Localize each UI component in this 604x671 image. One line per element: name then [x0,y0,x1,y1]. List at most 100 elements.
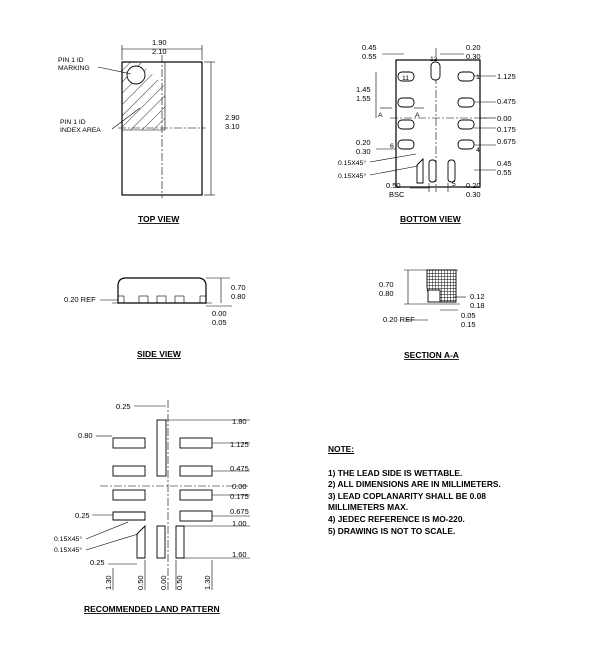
sec-h070: 0.70 [379,280,394,289]
side-h070: 0.70 [231,283,246,292]
land-y100: 1.00 [232,519,247,528]
land-pad-left [112,465,146,477]
bot-d030c: 0.30 [466,190,481,199]
pin1-marking-label: PIN 1 ID [58,57,84,64]
pin-6-label: 6 [390,143,394,150]
top-length-min: 2.90 [225,113,240,122]
side-lead [138,295,149,304]
bottom-pad [416,157,424,184]
land-w080: 0.80 [78,431,93,440]
bottom-pad [457,71,475,82]
bot-d0675: 0.675 [497,137,516,146]
land-pad-center [156,419,167,477]
sec-s005: 0.05 [461,311,476,320]
pin-11-label: 11 [402,75,409,82]
note-line: 3) LEAD COPLANARITY SHALL BE 0.08 [328,490,486,501]
bot-d0475: 0.475 [497,97,516,106]
bot-d055: 0.55 [362,52,377,61]
section-a-a-title: SECTION A-A [404,350,459,360]
top-width-max: 2.10 [152,47,167,56]
land-pattern-title: RECOMMENDED LAND PATTERN [84,604,220,614]
side-h080: 0.80 [231,292,246,301]
section-a-left: A [378,112,383,119]
side-lead [156,295,167,304]
sec-t018: 0.18 [470,301,485,310]
land-w025c: 0.25 [90,558,105,567]
side-view-body [117,277,207,304]
sec-t012: 0.12 [470,292,485,301]
bottom-pad [457,139,475,150]
bottom-pad [397,139,415,150]
bot-d1125: 1.125 [497,72,516,81]
bottom-view-title: BOTTOM VIEW [400,214,462,224]
side-ref: 0.20 REF [64,295,96,304]
bot-d020c: 0.20 [466,181,481,190]
land-pad-bottom [136,524,146,559]
land-v000: 0.00 [159,575,168,590]
note-line: 4) JEDEC REFERENCE IS MO-220. [328,513,465,524]
pin-5-label: 5 [452,181,456,188]
bot-d020: 0.20 [466,43,481,52]
side-lead [174,295,185,304]
land-y160: 1.60 [232,550,247,559]
top-view-title: TOP VIEW [138,214,180,224]
land-y0175: 0.175 [230,492,249,501]
sec-s015: 0.15 [461,320,476,329]
pin1-area-label: PIN 1 ID [60,119,86,126]
bot-d050: 0.50 [386,181,401,190]
bottom-pad [397,71,415,82]
land-pad-right [179,437,213,449]
top-length-max: 3.10 [225,122,240,131]
land-chamfer-2: 0.15X45° [54,546,82,554]
notes-block: NOTE: 1) THE LEAD SIDE IS WETTABLE. 2) A… [328,444,588,537]
side-view: 0.20 REF 0.70 0.80 0.00 0.05 SIDE VIEW [64,277,246,359]
land-w025: 0.25 [116,402,131,411]
bot-d030: 0.30 [466,52,481,61]
land-pad-right [179,465,213,477]
bottom-pad [457,97,475,108]
bot-d000: 0.00 [497,114,512,123]
bottom-view-body [395,59,481,188]
note-line: MILLIMETERS MAX. [328,502,409,513]
land-v050a: 0.50 [136,575,145,590]
section-lead [427,289,441,303]
land-y0675: 0.675 [230,507,249,516]
note-line: 1) THE LEAD SIDE IS WETTABLE. [328,467,463,478]
side-view-title: SIDE VIEW [137,349,182,359]
bot-d045: 0.45 [362,43,377,52]
pin1-marking-label-2: MARKING [58,65,90,72]
bottom-pad [430,61,441,81]
pin1-area-label-2: INDEX AREA [60,127,101,134]
land-v130b: 1.30 [203,575,212,590]
bot-d0175: 0.175 [497,125,516,134]
land-pad-left [112,489,146,501]
bottom-pad [397,97,415,108]
pin-12-label: 12 [430,56,438,63]
land-y000: 0.00 [232,482,247,491]
pin-4-label: 4 [476,147,480,154]
top-width-min: 1.90 [152,38,167,47]
land-v050b: 0.50 [175,575,184,590]
notes-heading: NOTE: [328,444,355,454]
section-a-right: A [415,112,420,119]
land-pad-left [112,437,146,449]
sec-h080: 0.80 [379,289,394,298]
land-pad-bottom [175,525,185,559]
bot-d145: 1.45 [356,85,371,94]
bottom-pad [447,159,456,183]
bot-d020b: 0.20 [356,138,371,147]
note-line: 2) ALL DIMENSIONS ARE IN MILLIMETERS. [328,479,501,490]
land-pad-left [112,511,146,521]
land-chamfer-1: 0.15X45° [54,535,82,543]
side-s005: 0.05 [212,318,227,327]
bot-d030b: 0.30 [356,147,371,156]
bottom-pad [428,159,437,183]
land-pad-right [179,510,213,522]
pin-1-label: 1 [476,74,480,81]
bot-chamfer-1: 0.15X45° [338,159,366,167]
land-pad-right [179,489,213,501]
bottom-pad [457,119,475,130]
bot-bsc: BSC [389,190,405,199]
bot-chamfer-2: 0.15X45° [338,172,366,180]
top-view: 1.90 2.10 2.90 3.10 PIN 1 ID MARKING PIN… [58,38,240,224]
